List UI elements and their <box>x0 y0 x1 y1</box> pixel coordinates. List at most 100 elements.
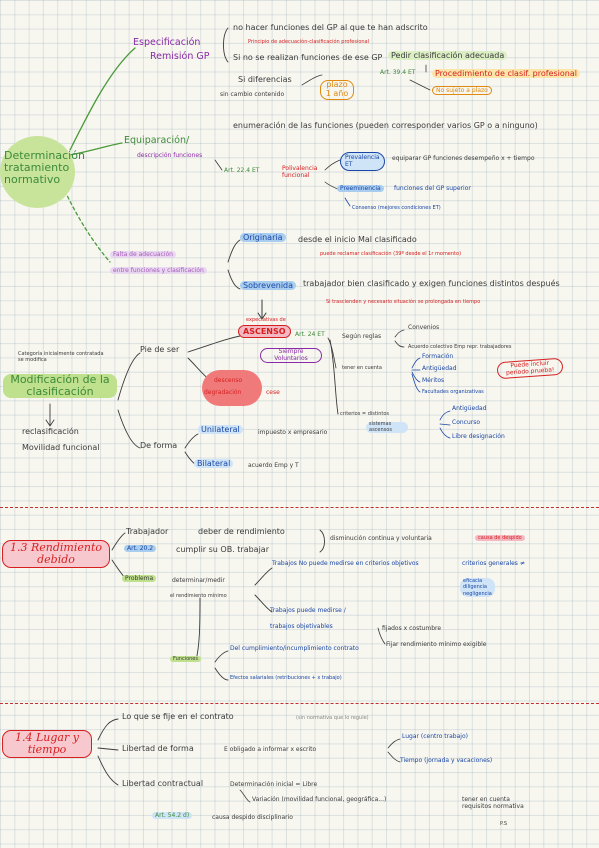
line-de-forma <box>117 409 141 449</box>
diligencia: diligencia <box>463 584 487 591</box>
eficacia: eficacia <box>463 578 483 584</box>
line-pie-ser <box>117 352 141 401</box>
lo-que-se-fije: Lo que se fije en el contrato <box>122 712 234 721</box>
bil-wrap: Bilateral <box>194 459 234 469</box>
si-no-realizan: Si no se realizan funciones de ese GP <box>233 53 383 62</box>
line-acuerdo <box>394 340 405 348</box>
antiguedad: Antigüedad <box>422 365 457 372</box>
separator-1 <box>0 507 599 508</box>
no-sujeto-wrap: No sujeto a plazo <box>432 86 492 95</box>
cese-label: cese <box>266 389 280 396</box>
del-cumplimiento: Del cumplimiento/incumplimiento contrato <box>230 645 359 652</box>
line-fijar <box>377 627 386 645</box>
variacion: Variación (movilidad funcional, geográfi… <box>252 796 387 803</box>
sin-cambio: sin cambio contenido <box>220 91 285 98</box>
criterios-distintos: criterios = distintos <box>340 411 390 417</box>
polivalencia-funcional: Polivalencia funcional <box>282 165 318 179</box>
separator-2 <box>0 703 599 704</box>
line-consenso <box>344 197 351 207</box>
deber-rendimiento: deber de rendimiento <box>198 527 285 536</box>
descenso-label: descenso <box>214 377 243 384</box>
fijados-costumbre: fijados x costumbre <box>382 625 442 632</box>
line-art224 <box>214 159 223 171</box>
branch-falta <box>59 179 111 263</box>
sistemas-concurso: Concurso <box>452 419 481 426</box>
arrowhead-ascenso <box>257 312 267 320</box>
descripcion-funciones: descripción funciones <box>137 152 203 159</box>
preeminencia-badge: Preeminencia <box>337 185 384 192</box>
line-libertad-forma <box>97 747 119 751</box>
libertad-contractual: Libertad contractual <box>122 779 204 788</box>
unil-wrap: Unilateral <box>198 425 243 435</box>
pedir-clasificacion: Pedir clasificación adecuada <box>388 51 508 60</box>
s3-title-wrap: 1.3 Rendimiento debido <box>2 540 110 569</box>
main-topic-blob <box>0 136 75 208</box>
art-20-2: Art. 20.2 <box>124 545 157 552</box>
sistemas-wrap: sistemas ascensos <box>366 421 408 433</box>
art202-wrap: Art. 20.2 <box>124 545 157 553</box>
modif-wrap: Modificación de la clasificación <box>3 373 117 399</box>
line-unilateral <box>184 433 199 449</box>
lines-tener-cuenta-items <box>411 357 421 393</box>
line-prevalencia <box>324 159 341 171</box>
art-22-4: Art. 22.4 ET <box>224 167 260 174</box>
trabajos-puede-medirse: Trabajos puede medirse / <box>270 607 346 614</box>
segun-reglas: Según reglas <box>342 333 382 340</box>
originaria-red: puede reclamar clasificación (39º desde … <box>320 251 462 257</box>
preeminencia-arrow-text: funciones del GP superior <box>394 185 471 192</box>
line-originaria <box>227 239 241 263</box>
unilateral-badge: Unilateral <box>198 425 243 434</box>
remision-label: Remisión GP <box>150 51 210 62</box>
line-tiempo <box>387 751 401 763</box>
descenso-blob <box>202 370 262 406</box>
sob-wrap: Sobrevenida <box>240 281 297 291</box>
causa-despido-disciplinario: causa despido disciplinario <box>212 814 293 821</box>
section-1-3-title: 1.3 Rendimiento debido <box>2 540 110 569</box>
sistemas-antiguedad: Antigüedad <box>452 405 487 412</box>
especificacion-label: Especificación <box>133 37 201 48</box>
obligado-informar: E obligado a informar x escrito <box>224 746 317 753</box>
line-no-sujeto <box>409 79 431 91</box>
lugar: Lugar (centro trabajo) <box>402 733 468 740</box>
line-del-cumpl <box>214 650 229 663</box>
no-sujeto: No sujeto a plazo <box>432 86 492 95</box>
preem-wrap: Preeminencia <box>337 185 384 193</box>
sistemas-libre: Libre designación <box>452 433 505 440</box>
line-ascenso <box>187 334 246 353</box>
de-forma: De forma <box>140 441 178 450</box>
sobrevenida-red: Si trascienden y necesario situación se … <box>326 299 481 305</box>
pie-de-ser: Pie de ser <box>140 345 180 354</box>
procedimiento-clasif: Procedimiento de clasif. profesional <box>432 69 580 78</box>
art-54-2: Art. 54.2 d) <box>152 812 193 819</box>
causa-wrap: causa de despido <box>475 535 525 542</box>
acuerdo-colectivo: Acuerdo colectivo Emp repr. trabajadores <box>408 344 512 350</box>
brace-rendimiento <box>319 529 325 553</box>
arrowhead-reclasificacion <box>45 419 55 427</box>
line-sobrevenida <box>227 269 241 290</box>
degradacion-label: degradación <box>204 389 242 396</box>
art-39-4: Art. 39.4 ET <box>380 69 416 76</box>
fijar-rendimiento: Fijar rendimiento mínimo exigible <box>386 641 487 648</box>
line-libertad-contr <box>97 755 119 786</box>
plazo-badge: plazo 1 año <box>320 80 354 100</box>
si-diferencias: Si diferencias <box>238 75 292 84</box>
disminucion: disminución continua y voluntaria <box>330 535 432 542</box>
line-efectos <box>214 667 229 681</box>
s4-title-wrap: 1.4 Lugar y tiempo <box>2 730 92 759</box>
tiempo: Tiempo (jornada y vacaciones) <box>400 757 493 764</box>
art-24: Art. 24 ET <box>295 331 325 338</box>
determinacion-inicial: Determinación inicial = Libre <box>230 781 318 788</box>
orig-wrap: Originaria <box>240 233 286 243</box>
equiparacion-label: Equiparación/ <box>124 135 190 146</box>
movilidad-funcional: Movilidad funcional <box>22 443 100 452</box>
sobrevenida-badge: Sobrevenida <box>240 281 297 290</box>
siempre-voluntarios: Siempre Voluntarios <box>260 348 322 364</box>
expectativas-de: expectativas de <box>246 317 286 323</box>
pedir-wrap: Pedir clasificación adecuada <box>388 51 508 61</box>
meritos: Méritos <box>422 377 445 384</box>
reclasificacion: reclasificación <box>22 427 79 436</box>
cumplir-ob: cumplir su OB. trabajar <box>176 545 269 554</box>
